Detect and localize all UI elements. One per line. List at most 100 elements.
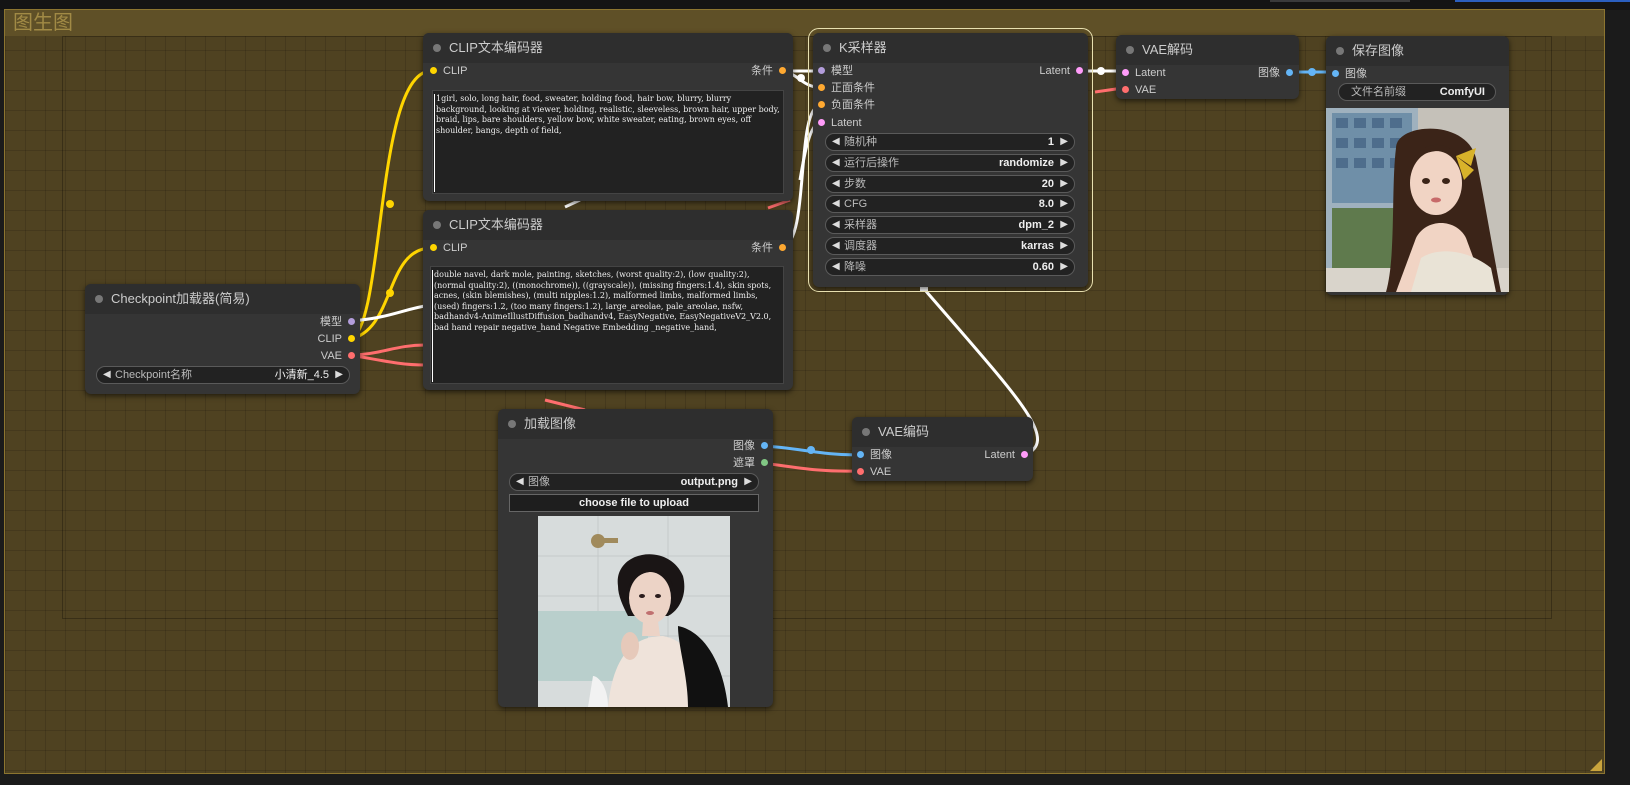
- output-slot-latent[interactable]: Latent: [1039, 63, 1086, 79]
- slot-dot-icon[interactable]: [857, 451, 864, 458]
- slot-dot-icon[interactable]: [857, 468, 864, 475]
- collapse-dot-icon[interactable]: [1336, 47, 1344, 55]
- input-slot-positive[interactable]: 正面条件: [815, 80, 875, 96]
- output-slot-latent[interactable]: Latent: [984, 447, 1031, 463]
- right-arrow-icon[interactable]: ▶: [744, 476, 752, 487]
- node-title-bar[interactable]: CLIP文本编码器: [423, 33, 793, 63]
- slot-dot-icon[interactable]: [818, 67, 825, 74]
- output-slot-mask[interactable]: 遮罩: [733, 455, 771, 471]
- left-arrow-icon[interactable]: ◀: [516, 476, 524, 487]
- node-title-bar[interactable]: 保存图像: [1326, 36, 1509, 66]
- filename-prefix-field[interactable]: 文件名前缀 ComfyUI: [1338, 83, 1496, 101]
- slot-dot-icon[interactable]: [761, 442, 768, 449]
- slot-dot-icon[interactable]: [1076, 67, 1083, 74]
- right-arrow-icon[interactable]: ▶: [1060, 219, 1068, 230]
- slot-dot-icon[interactable]: [779, 67, 786, 74]
- collapse-dot-icon[interactable]: [1126, 46, 1134, 54]
- upload-button[interactable]: choose file to upload: [509, 494, 759, 512]
- right-arrow-icon[interactable]: ▶: [1060, 261, 1068, 272]
- collapse-dot-icon[interactable]: [508, 420, 516, 428]
- input-slot-clip[interactable]: CLIP: [427, 63, 467, 79]
- left-arrow-icon[interactable]: ◀: [832, 198, 840, 209]
- checkpoint-name-combo[interactable]: ◀ Checkpoint名称 小清新_4.5 ▶: [96, 366, 350, 384]
- prompt-textarea[interactable]: double navel, dark mole, painting, sketc…: [430, 266, 784, 384]
- node-title-bar[interactable]: K采样器: [813, 33, 1088, 63]
- right-arrow-icon[interactable]: ▶: [335, 369, 343, 380]
- input-slot-vae[interactable]: VAE: [854, 464, 891, 480]
- save-image-node[interactable]: 保存图像 图像 文件名前缀 ComfyUI: [1326, 36, 1509, 295]
- checkpoint-loader-node[interactable]: Checkpoint加载器(简易) 模型 CLIP VAE ◀ Checkpoi…: [85, 284, 360, 394]
- input-slot-latent[interactable]: Latent: [815, 115, 862, 131]
- left-arrow-icon[interactable]: ◀: [832, 157, 840, 168]
- slot-dot-icon[interactable]: [430, 67, 437, 74]
- slot-dot-icon[interactable]: [1122, 86, 1129, 93]
- input-slot-vae[interactable]: VAE: [1119, 82, 1156, 98]
- right-arrow-icon[interactable]: ▶: [1060, 157, 1068, 168]
- slot-dot-icon[interactable]: [818, 101, 825, 108]
- output-slot-image[interactable]: 图像: [733, 438, 771, 454]
- output-slot-model[interactable]: 模型: [320, 314, 358, 330]
- vae-encode-node[interactable]: VAE编码 图像 VAE Latent: [852, 417, 1033, 481]
- left-arrow-icon[interactable]: ◀: [832, 136, 840, 147]
- output-slot-vae[interactable]: VAE: [321, 348, 358, 364]
- clip-text-encoder-negative-node[interactable]: CLIP文本编码器 CLIP 条件 double navel, dark mol…: [423, 210, 793, 390]
- slot-dot-icon[interactable]: [1122, 69, 1129, 76]
- node-title-bar[interactable]: Checkpoint加载器(简易): [85, 284, 360, 314]
- left-arrow-icon[interactable]: ◀: [832, 261, 840, 272]
- group-resize-handle[interactable]: [1590, 759, 1602, 771]
- node-title-bar[interactable]: VAE编码: [852, 417, 1033, 447]
- slot-dot-icon[interactable]: [348, 352, 355, 359]
- collapse-dot-icon[interactable]: [433, 44, 441, 52]
- output-slot-clip[interactable]: CLIP: [318, 331, 358, 347]
- group-title: 图生图: [13, 12, 73, 34]
- slot-dot-icon[interactable]: [818, 84, 825, 91]
- slot-dot-icon[interactable]: [348, 335, 355, 342]
- left-arrow-icon[interactable]: ◀: [832, 178, 840, 189]
- collapse-dot-icon[interactable]: [433, 221, 441, 229]
- input-slot-clip[interactable]: CLIP: [427, 240, 467, 256]
- slot-dot-icon[interactable]: [430, 244, 437, 251]
- left-arrow-icon[interactable]: ◀: [832, 240, 840, 251]
- input-slot-image[interactable]: 图像: [1329, 66, 1367, 82]
- output-slot-conditioning[interactable]: 条件: [751, 63, 789, 79]
- input-slot-image[interactable]: 图像: [854, 447, 892, 463]
- left-arrow-icon[interactable]: ◀: [103, 369, 111, 380]
- collapse-dot-icon[interactable]: [95, 295, 103, 303]
- right-arrow-icon[interactable]: ▶: [1060, 198, 1068, 209]
- node-title-bar[interactable]: CLIP文本编码器: [423, 210, 793, 240]
- image-file-combo[interactable]: ◀ 图像 output.png ▶: [509, 473, 759, 491]
- collapse-dot-icon[interactable]: [862, 428, 870, 436]
- collapse-dot-icon[interactable]: [823, 44, 831, 52]
- vae-decode-node[interactable]: VAE解码 Latent VAE 图像: [1116, 35, 1299, 99]
- slot-dot-icon[interactable]: [348, 318, 355, 325]
- output-slot-image[interactable]: 图像: [1258, 65, 1296, 81]
- right-arrow-icon[interactable]: ▶: [1060, 240, 1068, 251]
- slot-dot-icon[interactable]: [1021, 451, 1028, 458]
- slot-dot-icon[interactable]: [1332, 70, 1339, 77]
- input-slot-latent[interactable]: Latent: [1119, 65, 1166, 81]
- slot-dot-icon[interactable]: [761, 459, 768, 466]
- node-title-bar[interactable]: 加载图像: [498, 409, 773, 439]
- right-arrow-icon[interactable]: ▶: [1060, 178, 1068, 189]
- group-header[interactable]: 图生图: [5, 10, 1604, 36]
- node-title-bar[interactable]: VAE解码: [1116, 35, 1299, 65]
- slot-dot-icon[interactable]: [779, 244, 786, 251]
- slot-dot-icon[interactable]: [818, 119, 825, 126]
- clip-text-encoder-positive-node[interactable]: CLIP文本编码器 CLIP 条件 1girl, solo, long hair…: [423, 33, 793, 201]
- input-slot-negative[interactable]: 负面条件: [815, 97, 875, 113]
- slot-dot-icon[interactable]: [1286, 69, 1293, 76]
- left-arrow-icon[interactable]: ◀: [832, 219, 840, 230]
- output-slot-conditioning[interactable]: 条件: [751, 240, 789, 256]
- right-arrow-icon[interactable]: ▶: [1060, 136, 1068, 147]
- prompt-textarea[interactable]: 1girl, solo, long hair, food, sweater, h…: [432, 90, 784, 194]
- load-image-node[interactable]: 加载图像 图像 遮罩 ◀ 图像 output.png ▶ choose file…: [498, 409, 773, 707]
- input-slot-model[interactable]: 模型: [815, 63, 853, 79]
